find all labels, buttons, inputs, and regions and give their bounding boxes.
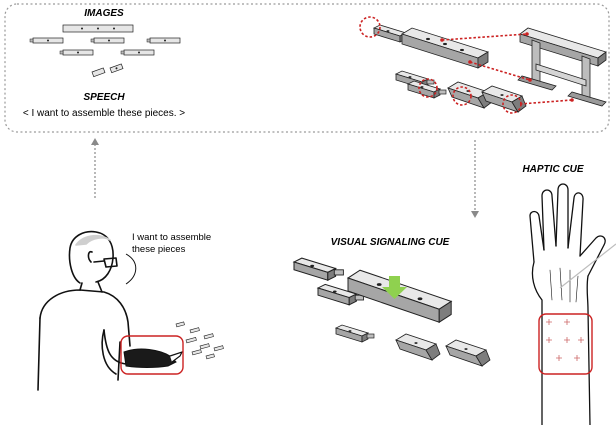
pointer-line bbox=[559, 243, 616, 289]
speech-text: < I want to assemble these pieces. > bbox=[23, 108, 185, 119]
image-pieces bbox=[29, 24, 181, 78]
visual-cue-pieces bbox=[293, 257, 491, 367]
exploded-pieces bbox=[373, 24, 527, 113]
table-pieces bbox=[175, 321, 224, 360]
person-speech-line2: these pieces bbox=[132, 244, 186, 255]
green-arrow-icon bbox=[382, 276, 407, 299]
connector-arrows bbox=[94, 140, 476, 210]
arrow-down-icon bbox=[471, 211, 479, 218]
speech-title: SPEECH bbox=[83, 92, 125, 103]
haptic-glove bbox=[123, 348, 177, 368]
images-title: IMAGES bbox=[84, 8, 124, 19]
visual-cue-title: VISUAL SIGNALING CUE bbox=[331, 237, 450, 248]
arrow-up-icon bbox=[91, 138, 99, 145]
haptic-cue-title: HAPTIC CUE bbox=[522, 164, 583, 175]
marker-dots bbox=[440, 32, 574, 102]
person-speech-line1: I want to assemble bbox=[132, 232, 211, 243]
wrist-band-highlight bbox=[538, 313, 593, 375]
top-dashed-panel bbox=[4, 3, 610, 133]
highlight-markers bbox=[359, 16, 573, 114]
hand-outline bbox=[529, 183, 606, 426]
assembled-bench bbox=[517, 27, 607, 107]
hand-fingers bbox=[169, 350, 184, 363]
actuator-markers bbox=[546, 319, 584, 361]
speech-bubble-tail bbox=[125, 253, 137, 285]
glove-highlight-box bbox=[120, 335, 184, 375]
